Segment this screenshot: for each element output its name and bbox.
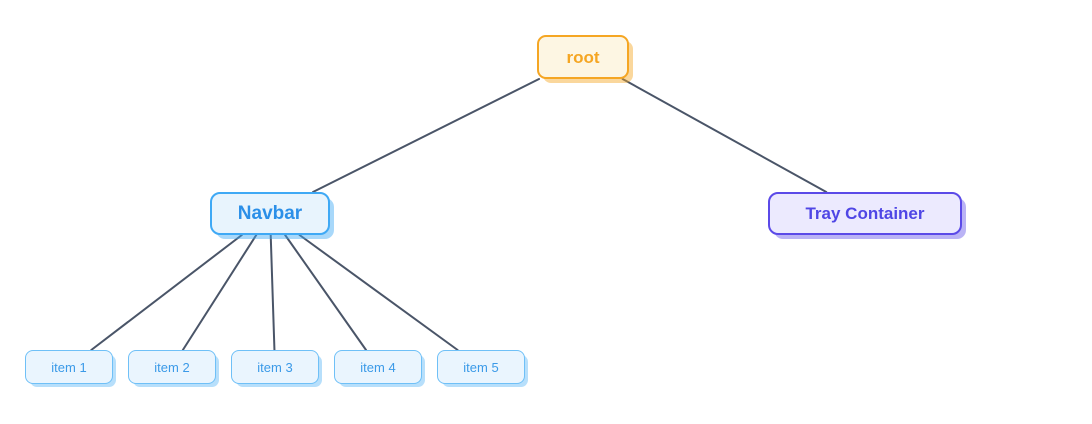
edge-navbar-to-item-2 — [181, 234, 258, 351]
node-root[interactable]: root — [537, 35, 629, 79]
edge-navbar-to-item-3 — [269, 234, 276, 351]
node-item-3[interactable]: item 3 — [231, 350, 319, 384]
node-item-2[interactable]: item 2 — [128, 350, 216, 384]
node-navbar[interactable]: Navbar — [210, 192, 330, 235]
edge-root-to-navbar — [312, 78, 540, 193]
node-tray-container-label: Tray Container — [805, 204, 925, 223]
edge-root-to-tray-container — [621, 78, 828, 193]
node-item-5[interactable]: item 5 — [437, 350, 525, 384]
node-root-label: root — [566, 47, 600, 67]
node-item-1[interactable]: item 1 — [25, 350, 113, 384]
node-item-3-label: item 3 — [257, 359, 293, 375]
node-navbar-label: Navbar — [237, 203, 303, 224]
node-item-4[interactable]: item 4 — [334, 350, 422, 384]
node-item-1-label: item 1 — [51, 359, 87, 375]
node-item-5-label: item 5 — [463, 359, 499, 375]
node-item-4-label: item 4 — [360, 359, 396, 375]
edge-navbar-to-item-1 — [90, 234, 243, 351]
node-tray-container[interactable]: Tray Container — [768, 192, 962, 235]
edge-navbar-to-item-5 — [298, 234, 459, 351]
node-item-2-label: item 2 — [154, 359, 190, 375]
edge-navbar-to-item-4 — [284, 234, 368, 351]
